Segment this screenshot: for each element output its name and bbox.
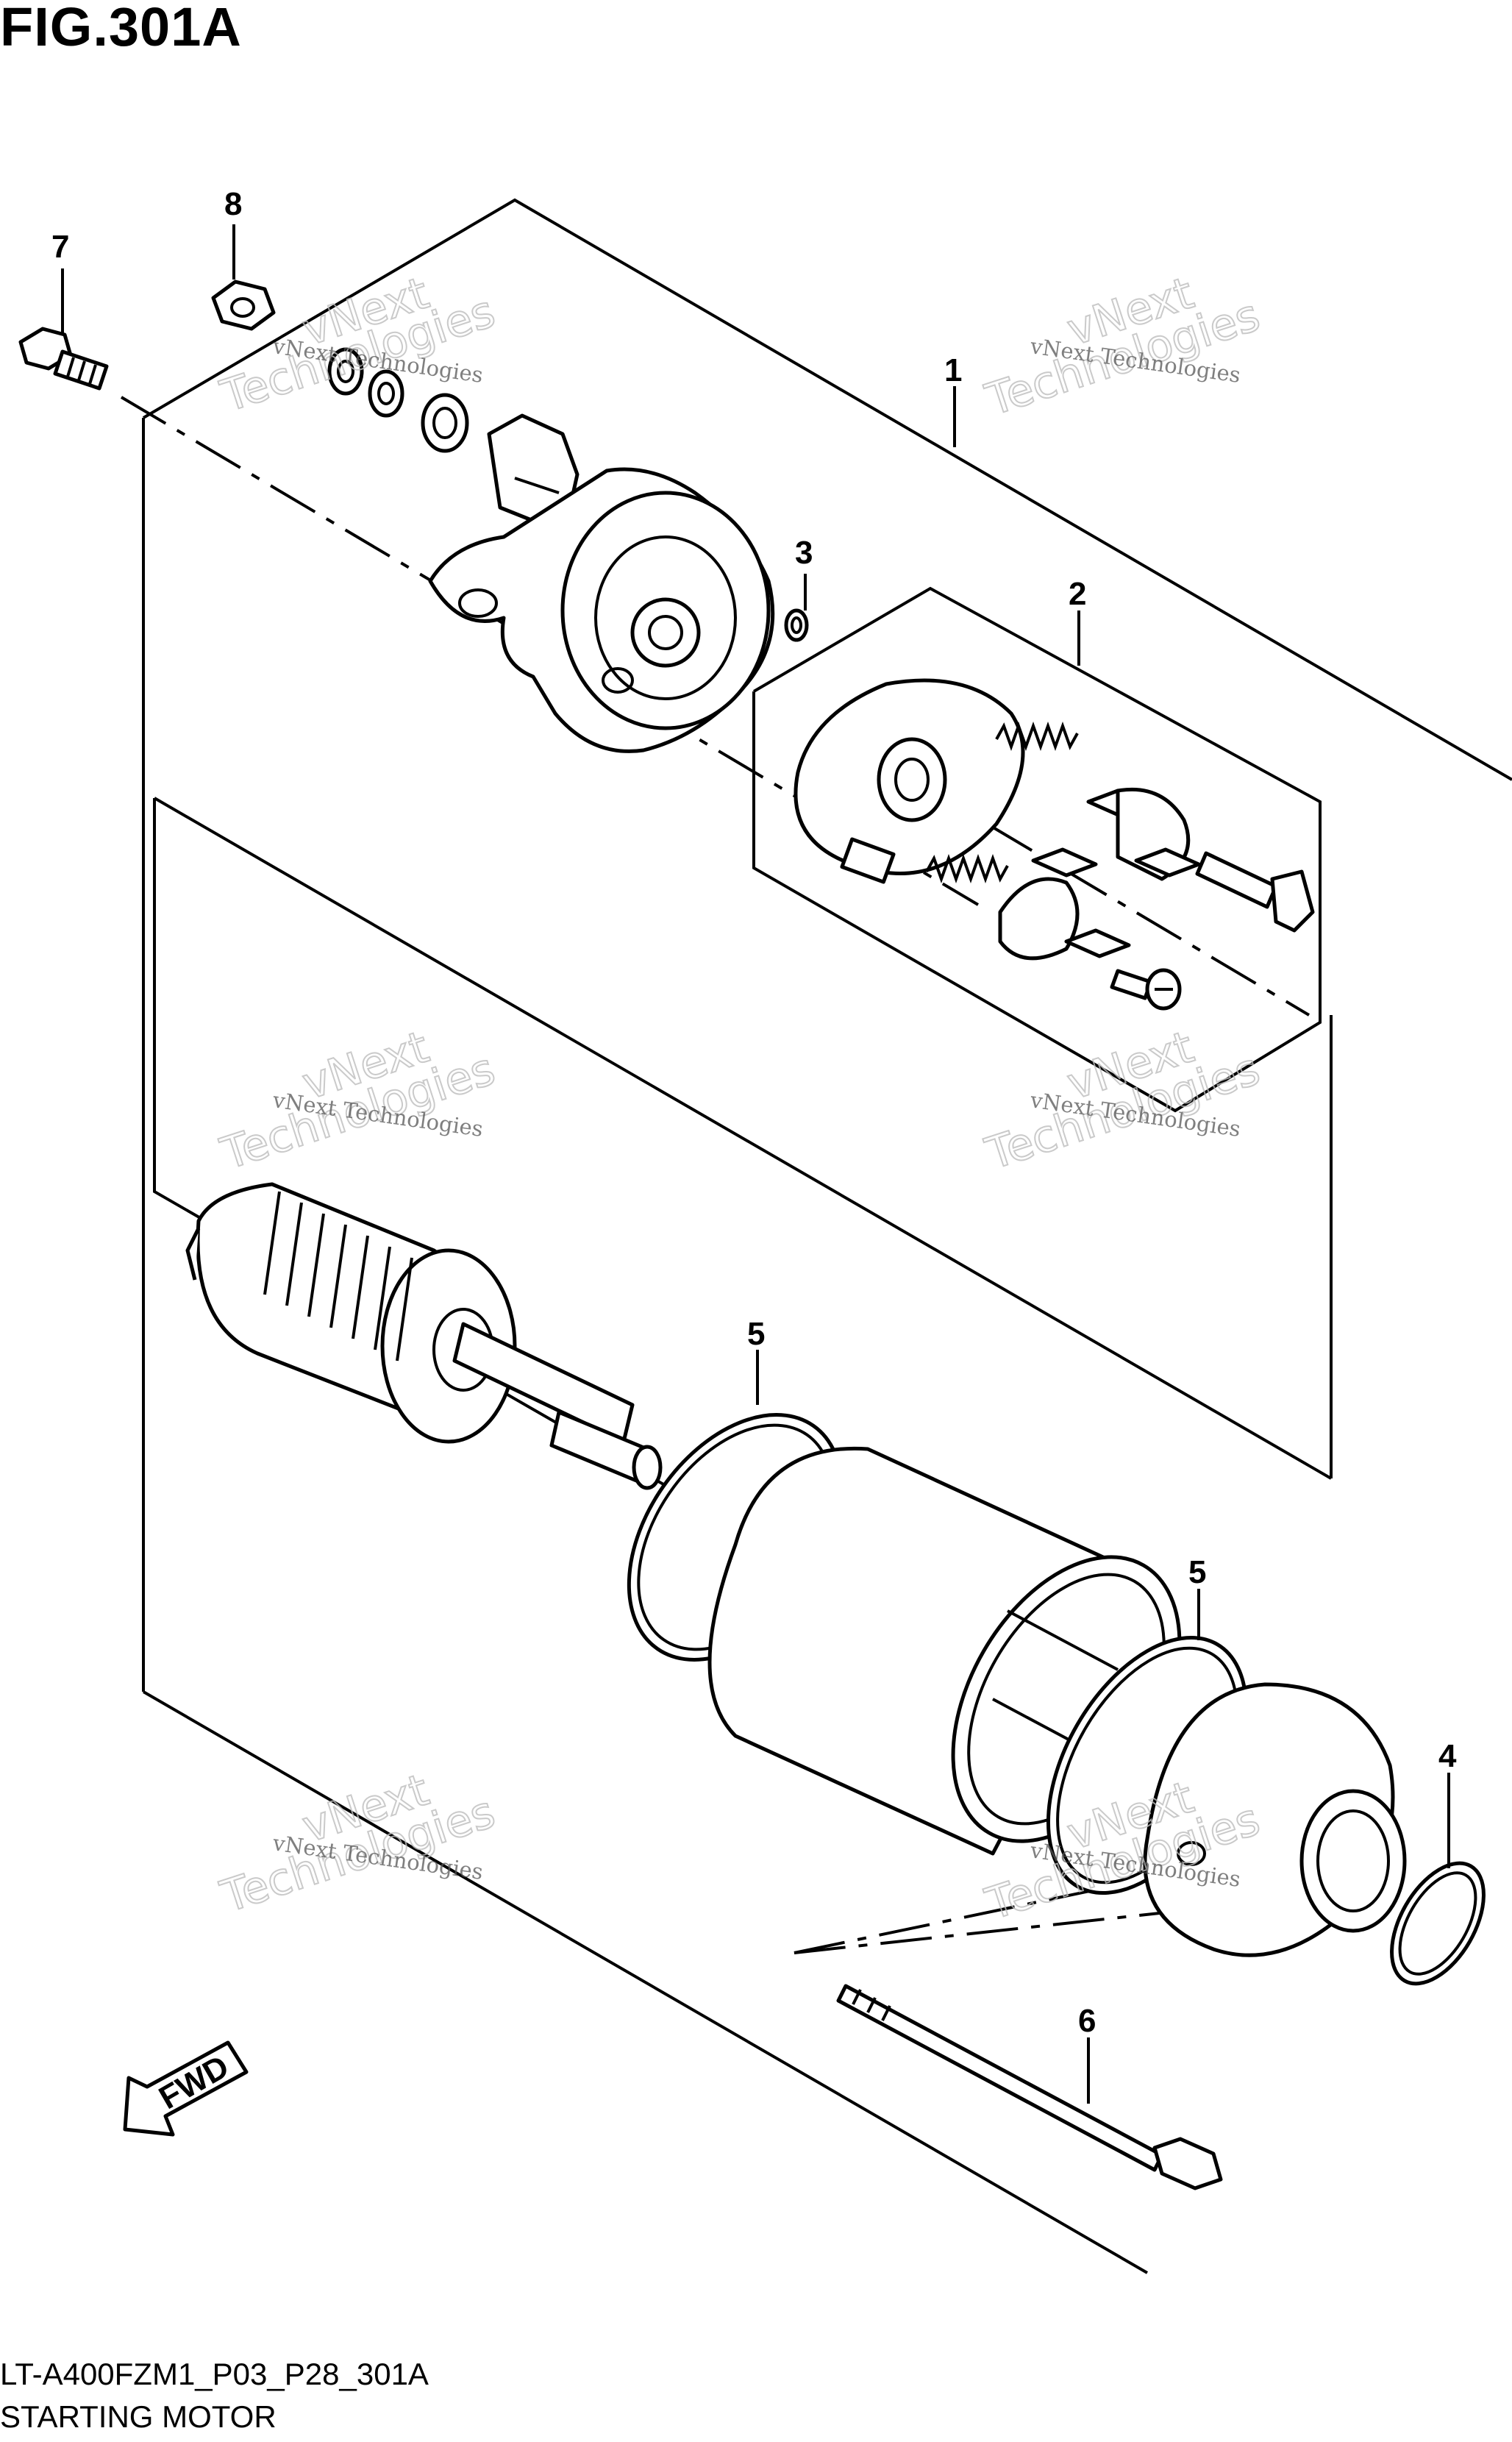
watermark-top-right: Technologies vNext vNext Technologies xyxy=(979,267,1266,427)
callout-labels: 7 8 1 3 2 5 5 4 6 xyxy=(51,186,1457,2039)
watermark-middle-right: Technologies vNext vNext Technologies xyxy=(979,1021,1266,1181)
front-cover-housing xyxy=(428,467,775,753)
callout-3: 3 xyxy=(795,535,813,571)
callout-leaders xyxy=(61,224,1450,2104)
brush-lower xyxy=(998,847,1131,961)
callout-5-front: 5 xyxy=(747,1316,765,1352)
callout-4: 4 xyxy=(1438,1738,1457,1774)
o-ring-part-4 xyxy=(1390,1861,1486,1986)
brush-upper xyxy=(1086,787,1201,881)
assembly-2-outline xyxy=(752,586,1322,1113)
brush-spring-upper xyxy=(995,722,1079,751)
assembly-1-outline xyxy=(142,198,1512,2274)
brush-spring-lower xyxy=(925,854,1009,883)
figure-title: FIG.301A xyxy=(0,0,242,57)
rear-housing xyxy=(1143,1682,1407,1957)
fwd-label: FWD xyxy=(153,2048,235,2117)
watermark-bottom-left: Technologies vNext vNext Technologies xyxy=(214,1764,502,1924)
callout-1: 1 xyxy=(944,352,962,388)
o-ring-part-3 xyxy=(784,608,809,642)
bolt-part-7 xyxy=(18,327,109,391)
armature-commutator-bars xyxy=(263,1191,413,1361)
washer-stack xyxy=(327,347,469,453)
callout-8: 8 xyxy=(224,186,242,222)
terminal-bolt xyxy=(1195,851,1315,933)
watermark-middle-left: Technologies vNext vNext Technologies xyxy=(214,1021,502,1181)
yoke-motor-case xyxy=(707,1446,1182,1856)
figure-name: STARTING MOTOR xyxy=(0,2399,277,2434)
callout-6: 6 xyxy=(1078,2003,1096,2039)
fwd-arrow-icon: FWD xyxy=(123,2040,249,2137)
figure-code: LT-A400FZM1_P03_P28_301A xyxy=(0,2357,429,2391)
screw xyxy=(1110,968,1182,1011)
brush-holder-plate xyxy=(794,678,1025,884)
through-bolt-part-6 xyxy=(836,1984,1223,2190)
callout-5-rear: 5 xyxy=(1188,1554,1206,1590)
callout-2: 2 xyxy=(1069,576,1086,612)
nut-part-8 xyxy=(211,280,276,331)
callout-7: 7 xyxy=(51,229,69,265)
armature xyxy=(185,1182,663,1490)
